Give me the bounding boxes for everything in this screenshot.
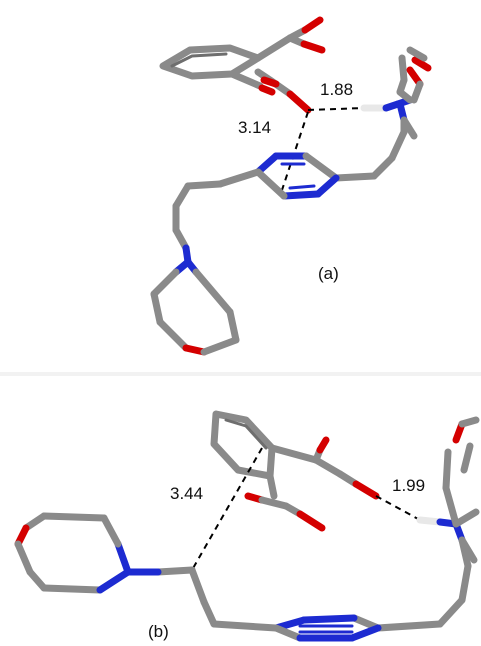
chain-left-b (124, 566, 280, 632)
carboxyl-lower-b (244, 472, 326, 532)
pyrazine-ring-b (272, 614, 382, 642)
carboxyl-top-a (254, 16, 326, 62)
distance-label-b-2: 1.99 (392, 476, 426, 495)
morpholine-ring-a (150, 268, 240, 356)
panel-label-b: (b) (148, 622, 169, 641)
morpholine-ring-b (14, 512, 132, 594)
benzene-ring-a (159, 44, 262, 80)
distance-label-a-2: 1.88 (320, 80, 354, 99)
panel-a-structure (150, 16, 432, 356)
panel-label-a: (a) (318, 264, 339, 283)
amine-group-a (360, 46, 432, 140)
panel-b-structure (14, 410, 480, 642)
distance-label-a-1: 3.14 (238, 118, 272, 137)
benzene-ring-b (210, 410, 276, 480)
carboxyl-upper-b (268, 436, 380, 500)
carboxylate-a (228, 68, 312, 114)
chain-right-b (374, 536, 472, 632)
contact-lines-a (281, 107, 365, 191)
chain-left-a (172, 168, 262, 276)
amine-group-b (416, 416, 480, 564)
distance-label-b-1: 3.44 (170, 484, 204, 503)
chain-right-a (332, 128, 408, 182)
contact-lines-b (191, 447, 421, 571)
pyrazine-ring-a (254, 152, 340, 200)
panel-separator (0, 372, 481, 376)
